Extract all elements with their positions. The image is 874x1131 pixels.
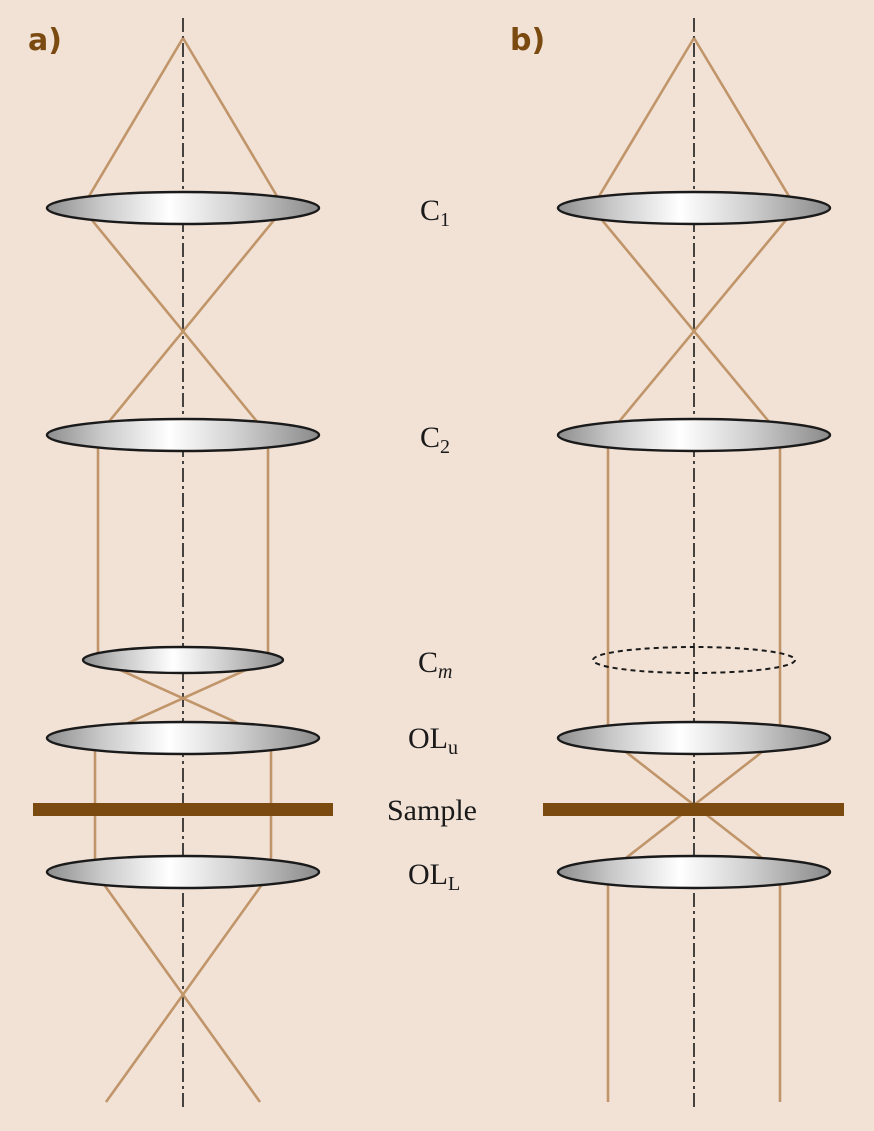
lens-oll [45, 854, 321, 890]
lens-c2 [45, 417, 321, 453]
lens-olu [556, 720, 832, 756]
lens-oll [556, 854, 832, 890]
ray-right [606, 37, 798, 1102]
lens-cm-off [592, 646, 796, 674]
lens-c1 [556, 190, 832, 226]
label-olu: OLu [408, 722, 458, 759]
panel-a: a) [28, 18, 333, 1110]
lens-labels: C1 C2 Cm OLu Sample OLL [387, 194, 477, 895]
lens-c1 [45, 190, 321, 226]
label-oll: OLL [408, 858, 460, 895]
panel-label-a: a) [28, 23, 62, 58]
label-sample: Sample [387, 794, 477, 827]
panel-b: b) [510, 18, 844, 1110]
sample-bar [33, 803, 333, 816]
lens-c2 [556, 417, 832, 453]
lens-olu [45, 720, 321, 756]
ray-left [590, 37, 782, 1102]
label-c1: C1 [420, 194, 450, 231]
label-cm: Cm [418, 646, 452, 683]
panel-label-b: b) [510, 23, 545, 58]
lens-cm [81, 645, 285, 675]
label-c2: C2 [420, 421, 450, 458]
sample-bar [543, 803, 844, 816]
